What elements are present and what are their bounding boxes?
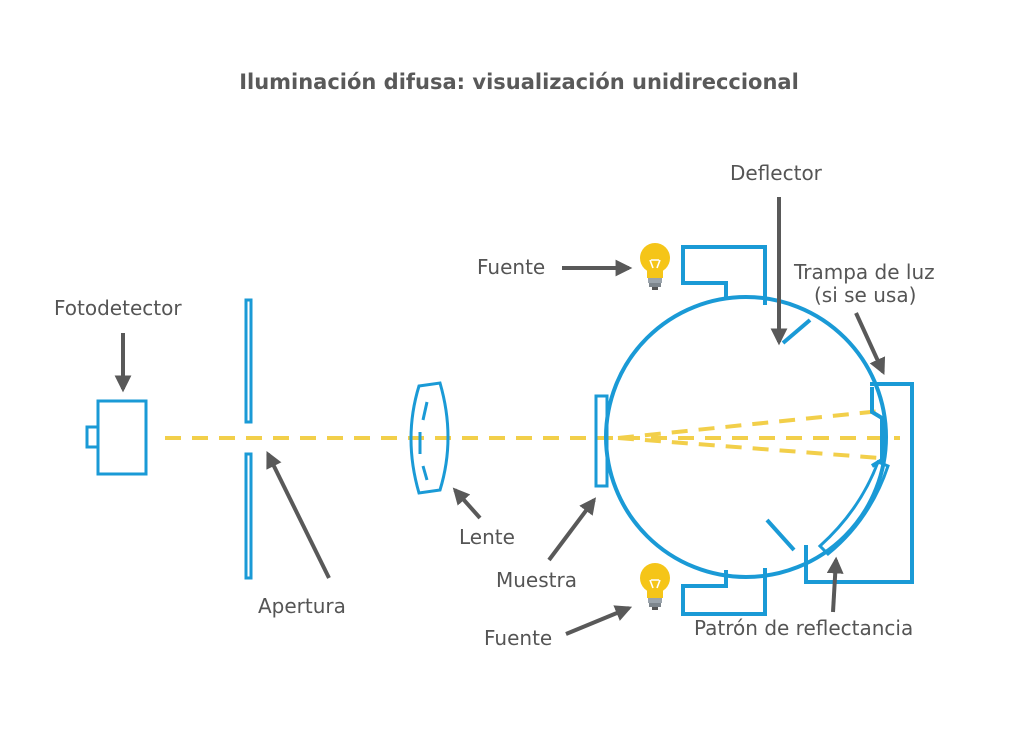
label-source-bottom: Fuente bbox=[484, 626, 552, 650]
lightbulb-icon bbox=[640, 563, 670, 610]
label-light-trap-note: (si se usa) bbox=[814, 283, 916, 307]
deflector-top bbox=[781, 318, 812, 345]
label-photodetector: Fotodetector bbox=[54, 296, 182, 320]
lightbulb-icon bbox=[640, 243, 670, 290]
arrow-source-bottom bbox=[565, 605, 633, 636]
label-light-trap: Trampa de luz bbox=[793, 260, 935, 284]
arrow-reflectance-standard bbox=[826, 556, 844, 613]
reflected-beam-lower bbox=[617, 436, 881, 460]
diagram-title: Iluminación difusa: visualización unidir… bbox=[239, 70, 799, 94]
light-trap bbox=[804, 382, 914, 584]
label-source-top: Fuente bbox=[477, 255, 545, 279]
arrow-aperture bbox=[266, 450, 331, 579]
label-sample: Muestra bbox=[496, 568, 577, 592]
aperture bbox=[244, 298, 253, 580]
lens bbox=[409, 381, 450, 495]
label-aperture: Apertura bbox=[258, 594, 346, 618]
callout-arrows bbox=[114, 197, 886, 636]
arrow-lens bbox=[452, 487, 482, 520]
reflected-beam-upper bbox=[617, 409, 881, 440]
photodetector bbox=[85, 399, 148, 476]
label-deflector: Deflector bbox=[730, 161, 823, 185]
arrow-light-trap bbox=[854, 312, 886, 376]
light-beams bbox=[165, 409, 900, 460]
integrating-sphere bbox=[604, 245, 888, 616]
deflector-bottom bbox=[765, 518, 796, 552]
label-reflectance-standard: Patrón de reflectancia bbox=[694, 616, 913, 640]
reflectance-standard bbox=[817, 460, 890, 557]
arrow-sample bbox=[547, 497, 597, 562]
label-lens: Lente bbox=[459, 525, 515, 549]
